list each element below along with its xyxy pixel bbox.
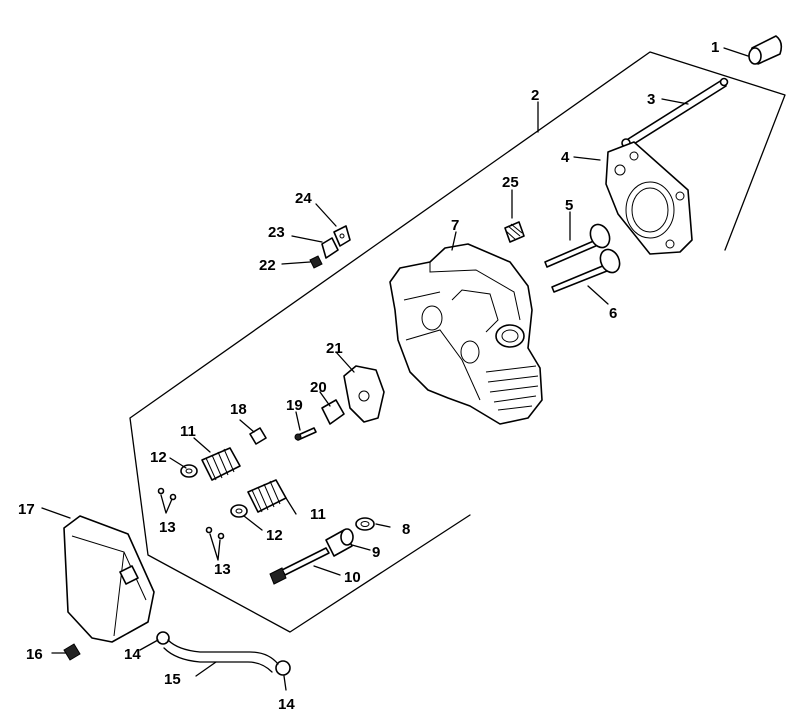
callout-23: 23 xyxy=(268,224,285,241)
part-14-clamp-right xyxy=(275,660,291,676)
part-19-screw xyxy=(294,427,317,441)
callout-9: 9 xyxy=(372,544,380,561)
part-3-push-rod xyxy=(621,77,729,148)
callout-3: 3 xyxy=(647,91,655,108)
callout-14-right: 14 xyxy=(278,696,295,713)
part-11-spring-lower xyxy=(247,479,287,513)
part-16-screw xyxy=(63,643,81,661)
callout-11-lower: 11 xyxy=(310,506,326,523)
part-10-bolt xyxy=(269,547,330,585)
callout-20: 20 xyxy=(310,379,327,396)
part-9-bushing xyxy=(325,528,354,557)
part-4-head-gasket xyxy=(605,141,693,255)
callout-6: 6 xyxy=(609,305,617,322)
part-12-washer-lower xyxy=(230,504,248,518)
callout-5: 5 xyxy=(565,197,573,214)
part-1-tube xyxy=(748,35,783,65)
callout-10: 10 xyxy=(344,569,361,586)
callout-18: 18 xyxy=(230,401,247,418)
callout-12-lower: 12 xyxy=(266,527,283,544)
part-6-valve xyxy=(551,248,621,293)
callout-13-upper: 13 xyxy=(159,519,176,536)
callout-11-upper: 11 xyxy=(180,423,196,440)
callout-4: 4 xyxy=(561,149,570,166)
callout-7: 7 xyxy=(451,217,459,234)
callout-14-left: 14 xyxy=(124,646,141,663)
part-8-washer xyxy=(355,517,375,531)
leader-lines xyxy=(41,47,749,691)
part-24-clip xyxy=(333,225,351,247)
part-20-reed xyxy=(321,399,345,425)
callout-21: 21 xyxy=(326,340,343,357)
callout-22: 22 xyxy=(259,257,276,274)
callout-17: 17 xyxy=(18,501,35,518)
part-23-lever xyxy=(321,237,339,259)
callouts: 1 2 3 4 5 6 7 8 9 10 11 11 12 12 13 13 1… xyxy=(18,39,719,713)
part-5-valve xyxy=(544,223,611,268)
callout-16: 16 xyxy=(26,646,43,663)
callout-12-upper: 12 xyxy=(150,449,167,466)
part-13-keepers-lower xyxy=(205,526,225,540)
callout-15: 15 xyxy=(164,671,181,688)
part-11-spring-upper xyxy=(201,447,241,481)
part-14-clamp-left xyxy=(156,631,170,645)
callout-24: 24 xyxy=(295,190,312,207)
callout-2: 2 xyxy=(531,87,539,104)
part-7-cylinder-head xyxy=(389,243,543,425)
part-22-screw xyxy=(309,255,323,269)
assembly-boundary xyxy=(129,51,786,633)
callout-25: 25 xyxy=(502,174,519,191)
part-21-breather xyxy=(343,365,385,423)
callout-1: 1 xyxy=(711,39,719,56)
part-13-keepers-upper xyxy=(157,487,177,501)
callout-19: 19 xyxy=(286,397,303,414)
part-15-hose xyxy=(163,639,279,673)
part-17-cover xyxy=(63,515,155,643)
part-25-spring xyxy=(504,221,525,243)
callout-13-lower: 13 xyxy=(214,561,231,578)
callout-8: 8 xyxy=(402,521,410,538)
